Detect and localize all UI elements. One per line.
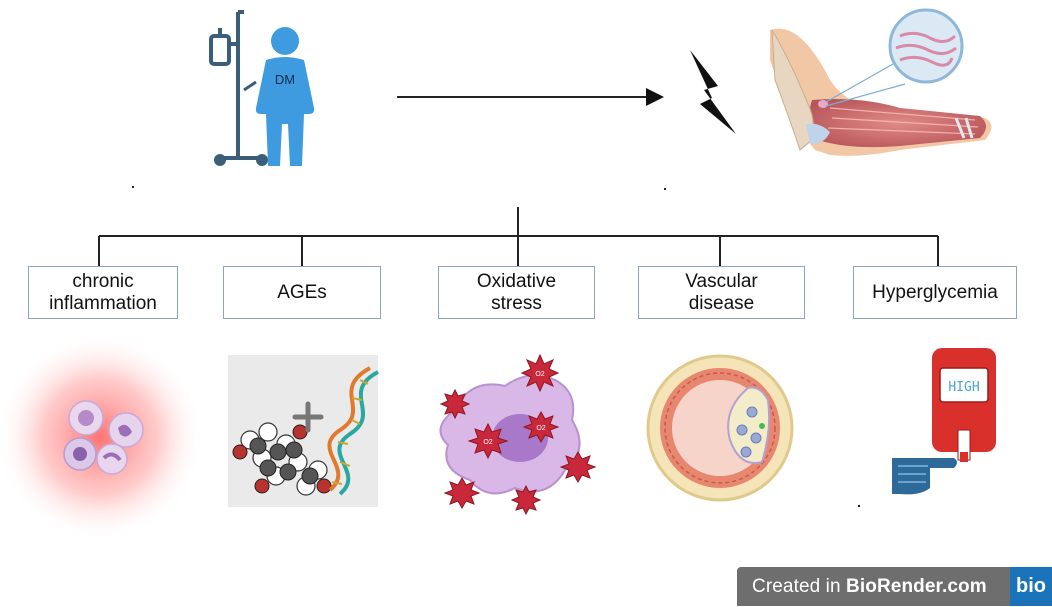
glucometer-reading: HIGH: [948, 380, 980, 395]
factor-label: Hyperglycemia: [872, 281, 998, 303]
factor-label: Vascular: [685, 270, 758, 292]
factor-box-ages: AGEs: [223, 266, 381, 319]
ros-label: O2: [535, 371, 544, 378]
factor-box-vascular-disease: Vascular disease: [638, 266, 805, 319]
factor-label: Oxidative: [476, 270, 557, 292]
watermark-brand: BioRender.com: [846, 575, 987, 597]
factor-label: stress: [491, 292, 542, 314]
vascular-illustration: [646, 354, 794, 502]
factor-label: disease: [688, 292, 755, 314]
biorender-watermark: Created in BioRender.com bio: [737, 567, 1052, 606]
factor-box-hyperglycemia: Hyperglycemia: [853, 266, 1017, 319]
ages-illustration: [228, 355, 379, 507]
inflammation-illustration: [0, 332, 205, 542]
progression-arrow: [397, 88, 664, 106]
iv-pole-icon: [209, 10, 268, 166]
glucometer-illustration: [892, 348, 996, 495]
tree-connectors: [98, 207, 939, 266]
factor-box-chronic-inflammation: chronic inflammation: [28, 266, 178, 319]
ros-label: O2: [536, 425, 545, 432]
patient-icon: [255, 27, 315, 166]
factor-label: inflammation: [49, 292, 157, 314]
lightning-icon: [690, 50, 736, 134]
factor-label: AGEs: [277, 281, 327, 303]
dash-marks: [132, 186, 860, 507]
factor-box-oxidative-stress: Oxidative stress: [438, 266, 595, 319]
watermark-text: Created in BioRender.com: [737, 576, 1010, 598]
factor-label: chronic: [72, 270, 134, 292]
biorender-logo: bio: [1010, 567, 1052, 606]
ros-label: O2: [483, 439, 492, 446]
oxidative-stress-illustration: O2 O2 O2: [439, 353, 597, 516]
watermark-prefix: Created in: [752, 575, 847, 597]
patient-label: DM: [274, 72, 296, 87]
arm-tendon-illustration: [770, 8, 992, 156]
